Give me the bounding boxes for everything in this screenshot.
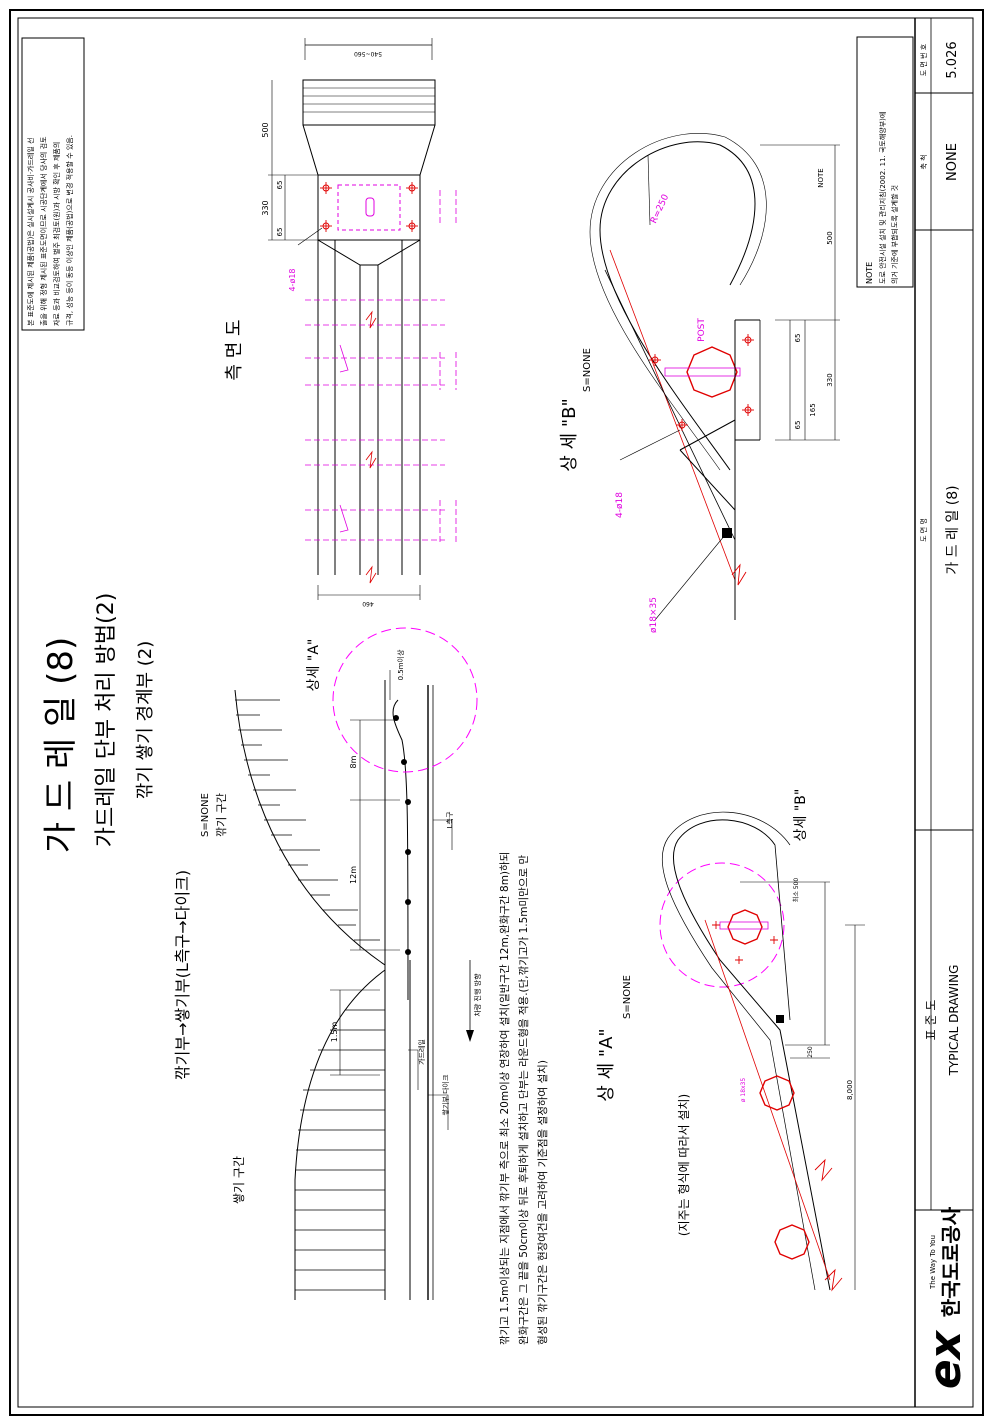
note-box-line2: 의거 기준에 부합되도록 설계할 것 <box>890 185 899 284</box>
drawing-name-label: 도 면 명 <box>919 518 928 542</box>
dim-b-65a: 65 <box>794 334 802 343</box>
detail-b-scale: S=NONE <box>582 348 593 392</box>
standard-label: 표 준 도 <box>924 1000 938 1041</box>
dim-b-165: 165 <box>809 403 817 416</box>
typical-drawing-label: TYPICAL DRAWING <box>947 965 961 1077</box>
dim-1-5m: 1.5m <box>330 1022 339 1043</box>
inner-border <box>17 17 974 1408</box>
dim-8m: 8m <box>349 755 358 768</box>
top-note-line1: 본 표준도에 제시된 제품(공법)은 실시설계시 공사비·가드레일 선 <box>26 138 35 326</box>
post-octagon-a1 <box>727 909 763 945</box>
dim-8000: 8,000 <box>846 1080 854 1100</box>
top-note-line3: 자료 등과 비교검토하여 별주 최검토(원)과 시방 확인 후 제품의 <box>52 142 61 326</box>
subtitle-2: 깎기 쌓기 경계부 (2) <box>135 641 156 800</box>
company-name: 한국도로공사 <box>939 1206 963 1317</box>
note-box: NOTE 도로 안전시설 설치 및 관리지침(2002. 11. 국토해양부)에… <box>856 36 914 288</box>
post-label: POST <box>697 318 707 342</box>
side-view-label: 측 면 도 <box>224 319 245 380</box>
support-note: (지주는 형식에 따라서 설치) <box>677 1094 691 1236</box>
dim-250: 250 <box>807 1046 814 1058</box>
top-note-line2: 출을 위해 정형 제시된 표준도면이므로 시공단계에서 당사의 검토 <box>39 136 48 326</box>
instruction-note: 깎기고 1.5m이상되는 지점에서 깎기부 측으로 최소 20m이상 연장하여 … <box>498 852 549 1345</box>
main-title: 가 드 레 일 (8) <box>41 637 81 854</box>
l-gutter-label: L측구 <box>445 811 454 828</box>
detail-a-title: 상 세 "A" <box>596 1028 617 1101</box>
dike-label: 쌓기부 다이크 <box>441 1074 450 1115</box>
slot-b-label: ø18×35 <box>649 597 659 633</box>
outer-border <box>9 9 984 1416</box>
detail-a-circle-label: 상세 "A" <box>306 639 322 692</box>
detail-a-drawing: 상 세 "A" S=NONE (지주는 형식에 따라서 설치) 상세 "B" 8… <box>596 789 865 1292</box>
fill-zone-label: 쌓기 구간 <box>232 1156 246 1204</box>
dim-330: 330 <box>261 200 270 215</box>
cut-zone-label: 깎기 구간 <box>215 793 228 837</box>
detail-a-scale: S=NONE <box>622 975 633 1019</box>
dim-12m: 12m <box>349 866 358 884</box>
top-note-line4: 규격, 성능 등이 동등 이상인 제품(공법)으로 변경 적용할 수 있음. <box>65 135 74 326</box>
bolt-b-label: 4-ø18 <box>615 492 625 518</box>
dim-0-5m: 0.5m이상 <box>396 649 405 680</box>
dim-b-500: 500 <box>826 231 834 244</box>
note-box-line1: 도로 안전시설 설치 및 관리지침(2002. 11. 국토해양부)에 <box>878 112 887 284</box>
drawing-no-label: 도 면 번 호 <box>919 43 928 76</box>
scale-value: NONE <box>945 143 960 181</box>
dim-65b: 65 <box>276 228 284 237</box>
travel-direction: 차량 진행 방향 <box>473 973 482 1017</box>
side-view: 측 면 도 540~560 500 330 65 65 4-ø18 <box>224 38 457 607</box>
guardrail-label: 가드레일 <box>417 1039 426 1065</box>
dim-b-330: 330 <box>826 373 834 386</box>
section-scale: S=NONE <box>200 793 211 837</box>
post-small-label: ø 18x35 <box>740 1078 747 1103</box>
section-plan: 깎기부→쌓기부(L측구→다이크) S=NONE 깎기 구간 쌓기 구간 <box>173 627 482 1300</box>
note-line3: 형성된 깎기구간은 현장여건을 고려하여 기준점을 설정하여 설치) <box>536 1060 549 1345</box>
dim-500: 500 <box>261 122 270 137</box>
scale-label: 축 척 <box>919 154 928 169</box>
note-label-b: NOTE <box>817 168 825 187</box>
dim-bottom: 460 <box>362 600 374 607</box>
post-octagon <box>686 346 738 398</box>
section-title: 깎기부→쌓기부(L측구→다이크) <box>173 870 192 1080</box>
note-line1: 깎기고 1.5m이상되는 지점에서 깎기부 측으로 최소 20m이상 연장하여 … <box>498 852 511 1345</box>
top-left-note: 본 표준도에 제시된 제품(공법)은 실시설계시 공사비·가드레일 선 출을 위… <box>21 37 85 331</box>
drawing-name-value: 가 드 레 일 (8) <box>945 485 961 574</box>
note-box-title: NOTE <box>865 262 874 284</box>
detail-b-inner-label: 상세 "B" <box>793 789 809 842</box>
detail-b-title: 상 세 "B" <box>559 398 580 471</box>
title-block: 도 면 번 호 5.026 축 척 NONE 도 면 명 가 드 레 일 (8)… <box>914 18 973 1407</box>
dim-65a: 65 <box>276 181 284 190</box>
bolt-label: 4-ø18 <box>288 268 297 291</box>
company-logo: ex 한국도로공사 The Way To You <box>920 1206 971 1389</box>
post-octagon-a3 <box>774 1224 810 1260</box>
company-sub: The Way To You <box>929 1235 937 1290</box>
drawing-no-value: 5.026 <box>945 41 960 78</box>
logo-mark: ex <box>920 1329 971 1389</box>
dim-top: 540~560 <box>354 50 382 57</box>
post-octagon-a2 <box>759 1075 795 1111</box>
dim-b-65b: 65 <box>794 421 802 430</box>
subtitle-1: 가드레일 단부 처리 방법(2) <box>94 593 119 848</box>
dim-mid: 최소 500 <box>792 878 800 903</box>
note-line2: 완화구간은 그 끝을 50cm이상 뒤로 후퇴하게 설치하고 단부는 라운드형을… <box>517 854 530 1345</box>
